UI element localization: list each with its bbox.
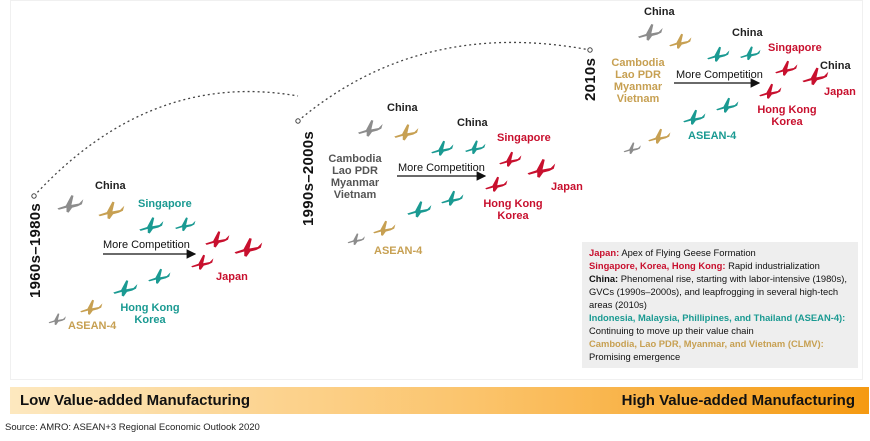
legend-china: China: Phenomenal rise, starting with la… bbox=[589, 273, 847, 310]
goose-icon bbox=[48, 313, 66, 326]
trajectory-dot-3 bbox=[587, 47, 593, 53]
label-japan: Japan bbox=[824, 86, 856, 98]
legend-box: Japan: Apex of Flying Geese Formation Si… bbox=[582, 242, 858, 368]
label-singapore: Singapore bbox=[497, 132, 551, 144]
goose-icon bbox=[759, 83, 782, 99]
label-japan: Japan bbox=[216, 271, 248, 283]
goose-icon bbox=[638, 24, 663, 41]
goose-icon bbox=[441, 190, 464, 206]
label-singapore: Singapore bbox=[768, 42, 822, 54]
label-cambodia: Cambodia bbox=[611, 57, 665, 69]
goose-icon bbox=[683, 109, 706, 125]
goose-icon bbox=[527, 159, 556, 178]
label-korea: Korea bbox=[134, 314, 166, 326]
label-japan: Japan bbox=[551, 181, 583, 193]
era-label-2: 1990s–2000s bbox=[300, 130, 317, 226]
goose-icon bbox=[775, 60, 798, 76]
goose-icon bbox=[98, 201, 125, 220]
goose-icon bbox=[648, 128, 671, 144]
goose-icon bbox=[358, 120, 383, 137]
goose-icon bbox=[465, 140, 486, 155]
label-korea: Korea bbox=[771, 116, 803, 128]
label-myanmar: Myanmar bbox=[330, 177, 380, 189]
label-vietnam: Vietnam bbox=[333, 189, 377, 201]
legend-snk: Singapore, Korea, Hong Kong: Rapid indus… bbox=[589, 260, 820, 271]
label-hongkong-korea: Hong Kong Korea bbox=[480, 198, 546, 222]
goose-icon bbox=[707, 46, 730, 62]
label-hongkong: Hong Kong bbox=[757, 104, 817, 116]
label-hongkong-korea: Hong Kong Korea bbox=[754, 104, 820, 128]
label-myanmar: Myanmar bbox=[613, 81, 663, 93]
label-hongkong: Hong Kong bbox=[483, 198, 543, 210]
goose-icon bbox=[80, 299, 103, 315]
label-hongkong-korea: Hong Kong Korea bbox=[118, 302, 182, 326]
label-hongkong: Hong Kong bbox=[120, 302, 180, 314]
label-china: China bbox=[457, 117, 488, 129]
source-note: Source: AMRO: ASEAN+3 Regional Economic … bbox=[5, 422, 260, 433]
goose-icon bbox=[394, 124, 419, 141]
goose-icon bbox=[175, 217, 196, 232]
label-china: China bbox=[820, 60, 851, 72]
goose-icon bbox=[716, 97, 739, 113]
goose-icon bbox=[485, 176, 508, 192]
label-china: China bbox=[732, 27, 763, 39]
goose-icon bbox=[113, 280, 138, 297]
label-more-competition: More Competition bbox=[398, 162, 485, 174]
label-laopdr: Lao PDR bbox=[332, 165, 378, 177]
legend-clmv: Cambodia, Lao PDR, Myanmar, and Vietnam … bbox=[589, 338, 824, 362]
high-value-label: High Value-added Manufacturing bbox=[621, 392, 855, 409]
goose-icon bbox=[191, 254, 214, 270]
goose-icon bbox=[205, 231, 230, 248]
low-value-label: Low Value-added Manufacturing bbox=[20, 392, 251, 409]
label-laopdr: Lao PDR bbox=[615, 69, 661, 81]
goose-icon bbox=[407, 201, 432, 218]
label-more-competition: More Competition bbox=[103, 239, 190, 251]
label-asean4: ASEAN-4 bbox=[374, 245, 423, 257]
value-added-gradient-bar: Low Value-added Manufacturing High Value… bbox=[10, 387, 869, 414]
goose-icon bbox=[347, 233, 365, 246]
label-china: China bbox=[644, 6, 675, 18]
goose-icon bbox=[148, 268, 171, 284]
trajectory-arc-2 bbox=[297, 41, 591, 122]
goose-icon bbox=[234, 238, 263, 257]
goose-icon bbox=[373, 220, 396, 236]
legend-japan: Japan: Apex of Flying Geese Formation bbox=[589, 247, 756, 258]
goose-icon bbox=[431, 140, 454, 156]
trajectory-arc-1 bbox=[33, 90, 299, 197]
trajectory-dot-2 bbox=[295, 118, 301, 124]
label-more-competition: More Competition bbox=[676, 69, 763, 81]
trajectory-dot-1 bbox=[31, 193, 37, 199]
label-china: China bbox=[95, 180, 126, 192]
legend-asean: Indonesia, Malaysia, Phillipines, and Th… bbox=[589, 312, 846, 336]
era-label-1: 1960s–1980s bbox=[27, 202, 44, 298]
label-singapore: Singapore bbox=[138, 198, 192, 210]
era-label-3: 2010s bbox=[582, 57, 599, 101]
goose-icon bbox=[139, 217, 164, 234]
label-china: China bbox=[387, 102, 418, 114]
label-clmv: Cambodia Lao PDR Myanmar Vietnam bbox=[322, 153, 388, 201]
goose-icon bbox=[623, 142, 641, 155]
goose-icon bbox=[740, 46, 761, 61]
goose-icon bbox=[499, 151, 522, 167]
label-cambodia: Cambodia bbox=[328, 153, 382, 165]
label-vietnam: Vietnam bbox=[616, 93, 660, 105]
label-asean4: ASEAN-4 bbox=[688, 130, 737, 142]
label-korea: Korea bbox=[497, 210, 529, 222]
goose-icon bbox=[57, 195, 84, 213]
label-asean4: ASEAN-4 bbox=[68, 320, 117, 332]
goose-icon bbox=[669, 33, 692, 49]
label-clmv: Cambodia Lao PDR Myanmar Vietnam bbox=[605, 57, 671, 105]
